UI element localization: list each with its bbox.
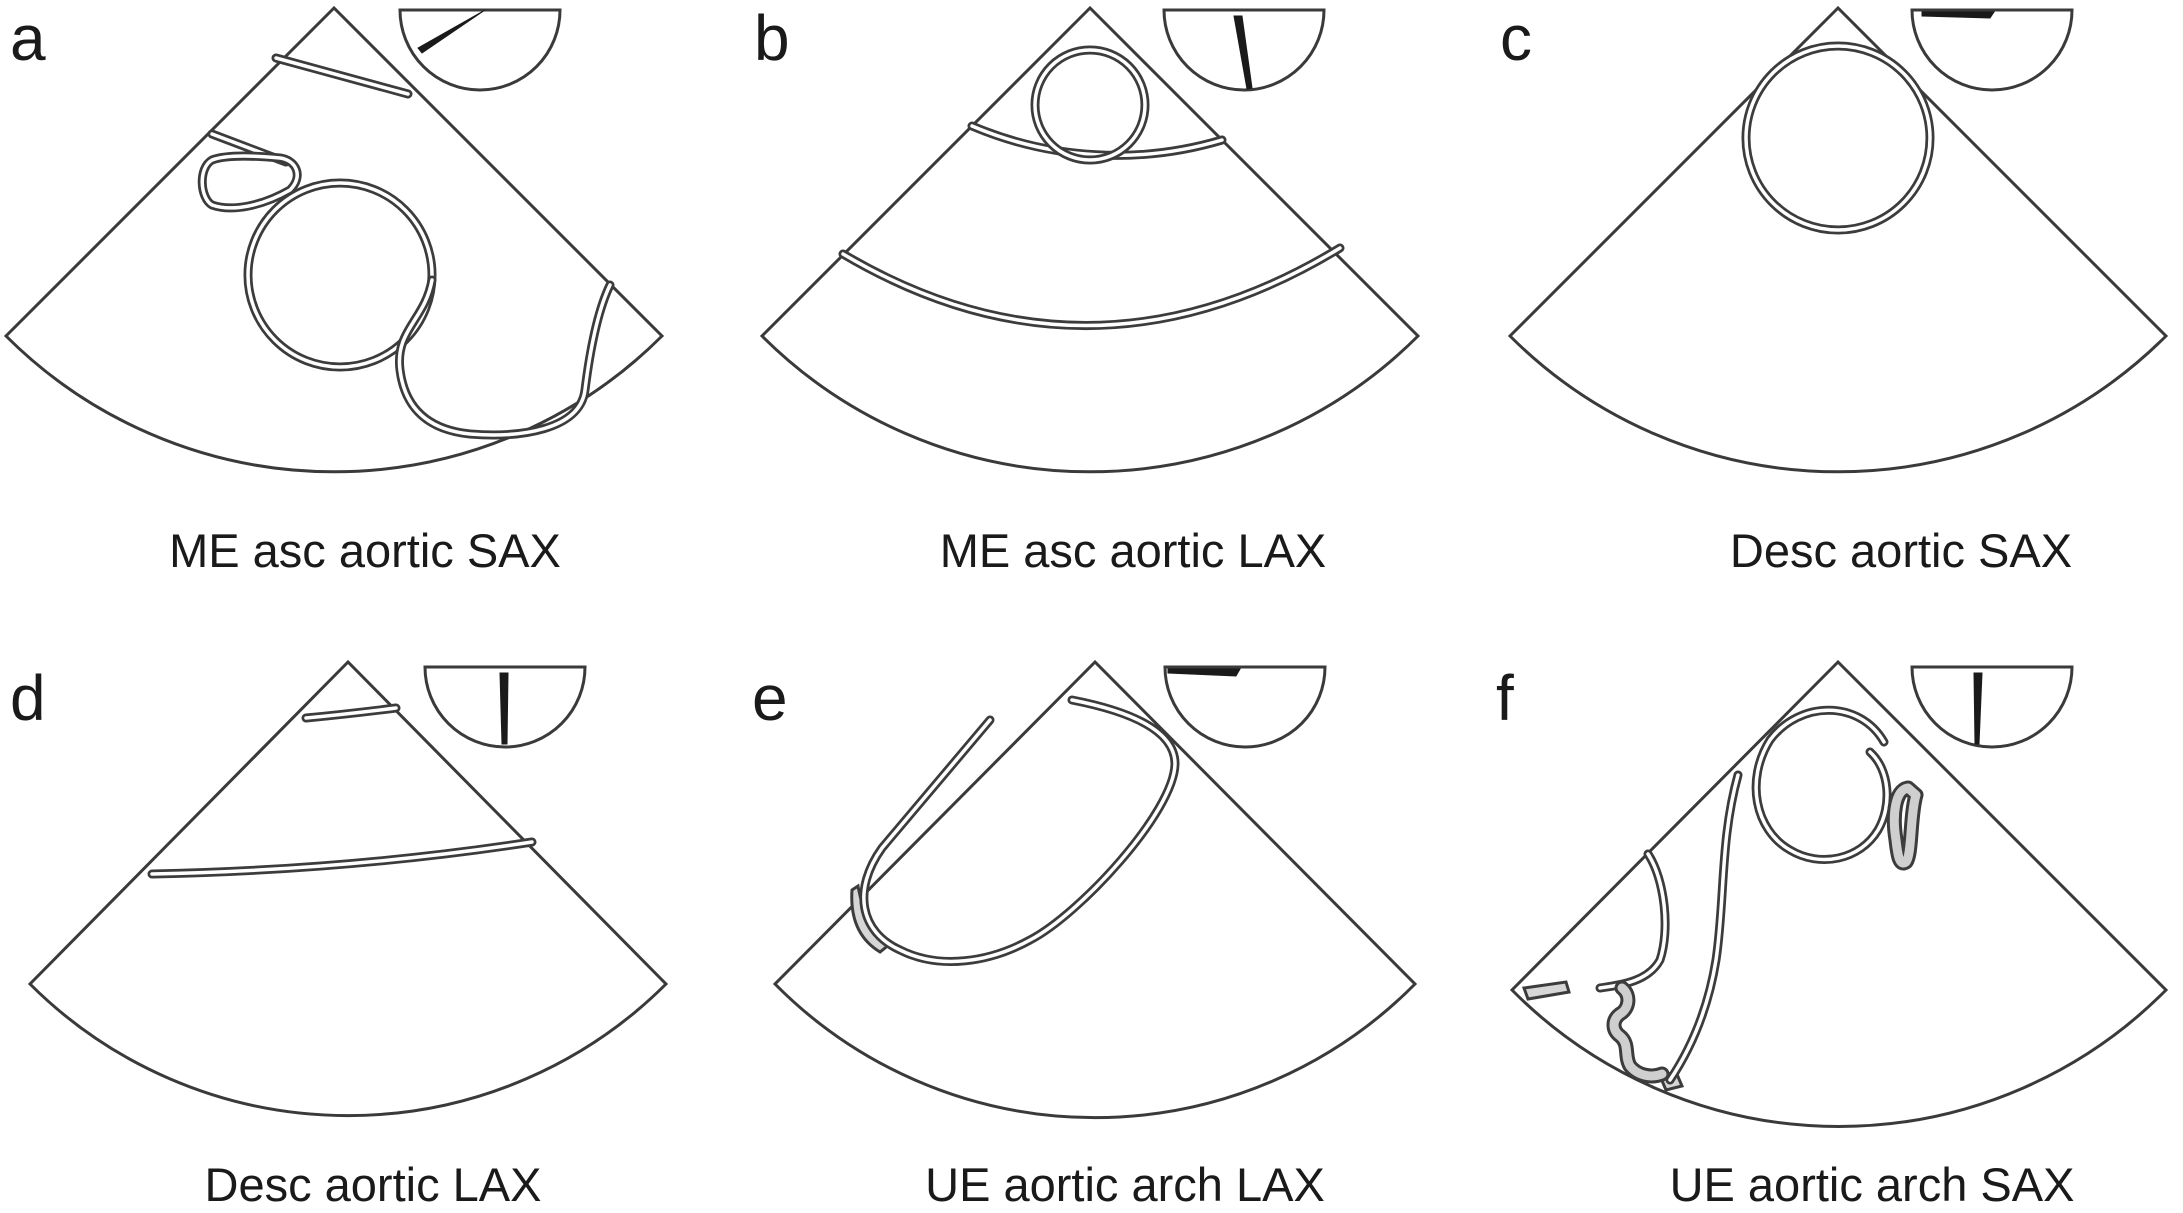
caption-c: Desc aortic SAX [1730,524,2072,577]
caption-d: Desc aortic LAX [205,1158,542,1211]
panel-letter-d: d [10,662,46,734]
vessel-walls-b [838,45,1345,330]
probe-indicator-b [1162,8,1326,92]
probe-indicator-a [398,8,562,92]
probe-indicator-f [1910,665,2074,749]
caption-e: UE aortic arch LAX [925,1158,1325,1211]
probe-indicator-d [423,665,587,749]
probe-indicator-e [1163,665,1327,749]
caption-a: ME asc aortic SAX [169,524,561,577]
panel-c: c [1500,2,2169,474]
panel-letter-f: f [1496,662,1514,734]
panel-f: f [1496,659,2169,1128]
panel-d: d [10,659,669,1118]
sector-f [1509,659,2169,1128]
caption-f: UE aortic arch SAX [1670,1158,2075,1211]
probe-indicator-c [1910,8,2074,92]
vessel-walls-f [1521,705,1924,1092]
panel-b: b [754,2,1421,474]
sector-c [1507,5,2169,474]
sector-d [27,659,669,1118]
caption-b: ME asc aortic LAX [940,524,1327,577]
panel-letter-a: a [10,2,46,74]
sector-b [759,5,1421,474]
vessel-walls-d [147,703,537,879]
panel-letter-c: c [1500,2,1532,74]
panel-a: a [3,2,665,474]
panel-e: e [752,659,1418,1120]
panel-letter-e: e [752,662,788,734]
vessel-walls-e [850,695,1180,966]
vessel-walls-a [197,53,615,440]
panel-letter-b: b [754,2,790,74]
vessel-walls-c [1741,41,1935,235]
